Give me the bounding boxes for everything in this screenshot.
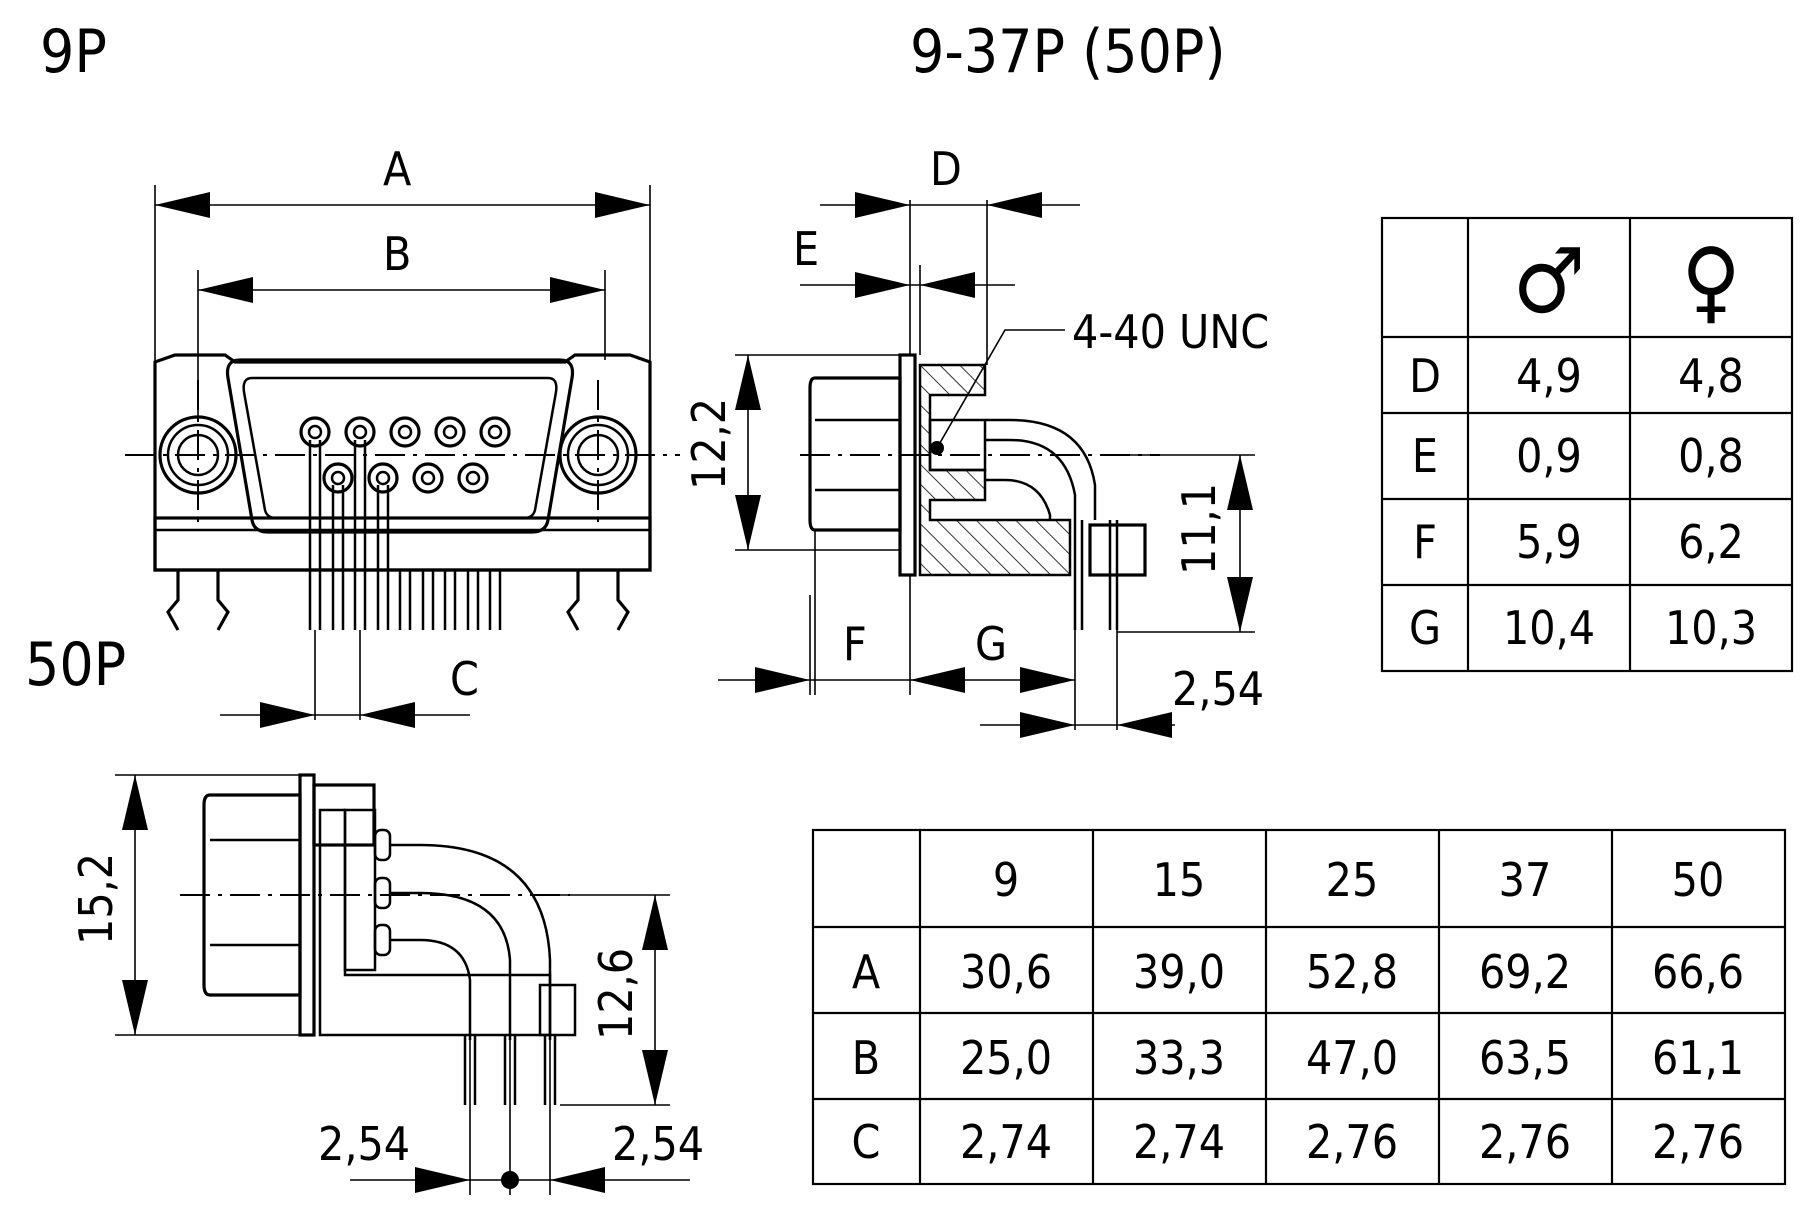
- label-b: B: [383, 227, 411, 281]
- label-g: G: [975, 617, 1007, 671]
- female-icon: ♀: [1681, 229, 1740, 334]
- label-pin-height-50p: 12,6: [589, 948, 643, 1040]
- label-pitch-50p-left: 2,54: [318, 1117, 410, 1171]
- label-pitch-50p-right: 2,54: [612, 1117, 704, 1171]
- size-cell: 2,74: [1133, 1115, 1225, 1169]
- size-cell: 2,76: [1479, 1115, 1571, 1169]
- dimension-b: B: [198, 227, 605, 303]
- pin-row-bottom: [322, 462, 489, 494]
- dimension-g: G: [815, 575, 1075, 695]
- label-pin-height: 11,1: [1172, 483, 1226, 575]
- title-9-37p: 9-37P (50P): [910, 17, 1226, 87]
- dimension-e: E: [793, 222, 1015, 298]
- size-cell: 2,76: [1652, 1115, 1744, 1169]
- size-cell: 2,76: [1306, 1115, 1398, 1169]
- size-cell: 61,1: [1652, 1031, 1744, 1085]
- size-cell: 52,8: [1306, 945, 1398, 999]
- dimension-height-side: 12,2: [682, 355, 761, 550]
- dimension-f: F: [718, 595, 867, 695]
- size-col-header: 37: [1499, 853, 1552, 907]
- gender-cell-female: 6,2: [1678, 515, 1744, 569]
- label-d: D: [930, 142, 962, 196]
- size-cell: 25,0: [960, 1031, 1052, 1085]
- size-cell: 33,3: [1133, 1031, 1225, 1085]
- size-cell: 66,6: [1652, 945, 1744, 999]
- size-cell: 30,6: [960, 945, 1052, 999]
- size-row-label: A: [852, 945, 880, 999]
- gender-cell-female: 4,8: [1678, 349, 1744, 403]
- gender-cell-male: 4,9: [1516, 349, 1582, 403]
- size-cell: 69,2: [1479, 945, 1571, 999]
- gender-row-label: F: [1413, 515, 1437, 569]
- gender-row-label: D: [1409, 349, 1441, 403]
- size-col-header: 15: [1153, 853, 1206, 907]
- size-table: 9 15 25 37 50 A 30,6 39,0 52,8 69,2 66,6…: [811, 828, 1787, 1186]
- dimension-pitch-side: 2,54: [980, 662, 1264, 738]
- gender-cell-male: 5,9: [1516, 515, 1582, 569]
- gender-cell-female: 10,3: [1665, 601, 1757, 655]
- front-view: [125, 185, 680, 720]
- gender-cell-male: 10,4: [1503, 601, 1595, 655]
- dimension-height-50p: 15,2: [69, 775, 148, 1035]
- label-f: F: [843, 617, 867, 671]
- size-col-header: 50: [1672, 853, 1725, 907]
- label-height-side: 12,2: [682, 398, 736, 490]
- dimension-c: C: [220, 652, 479, 728]
- label-c: C: [450, 652, 479, 706]
- title-50p: 50P: [25, 630, 126, 700]
- label-e: E: [793, 222, 819, 276]
- gender-cell-male: 0,9: [1516, 429, 1582, 483]
- size-cell: 2,74: [960, 1115, 1052, 1169]
- gender-table: ♂ ♀ D 4,9 4,8 E 0,9 0,8 F 5,9 6,2 G 10,4…: [1380, 216, 1794, 673]
- gender-row-label: E: [1412, 429, 1438, 483]
- label-a: A: [383, 142, 411, 196]
- label-pitch-side: 2,54: [1172, 662, 1264, 716]
- dimension-a: A: [155, 142, 650, 218]
- size-cell: 47,0: [1306, 1031, 1398, 1085]
- dimension-pin-height: 11,1: [1172, 455, 1253, 632]
- size-cell: 63,5: [1479, 1031, 1571, 1085]
- title-9p: 9P: [40, 17, 107, 87]
- pin-row-top: [299, 416, 511, 448]
- size-row-label: B: [852, 1031, 880, 1085]
- dimension-pitch-50p: 2,54 2,54: [318, 1117, 704, 1193]
- gender-row-label: G: [1409, 601, 1441, 655]
- label-thread: 4-40 UNC: [1072, 305, 1269, 359]
- size-row-label: C: [852, 1115, 881, 1169]
- male-icon: ♂: [1513, 229, 1586, 334]
- side-view-50p: [115, 773, 670, 1195]
- dimension-pin-height-50p: 12,6: [589, 895, 668, 1105]
- size-col-header: 25: [1326, 853, 1379, 907]
- gender-cell-female: 0,8: [1678, 429, 1744, 483]
- label-height-50p: 15,2: [69, 853, 123, 945]
- size-col-header: 9: [993, 853, 1019, 907]
- dimension-d: D: [820, 142, 1080, 218]
- side-view: 4-40 UNC: [735, 200, 1269, 730]
- size-cell: 39,0: [1133, 945, 1225, 999]
